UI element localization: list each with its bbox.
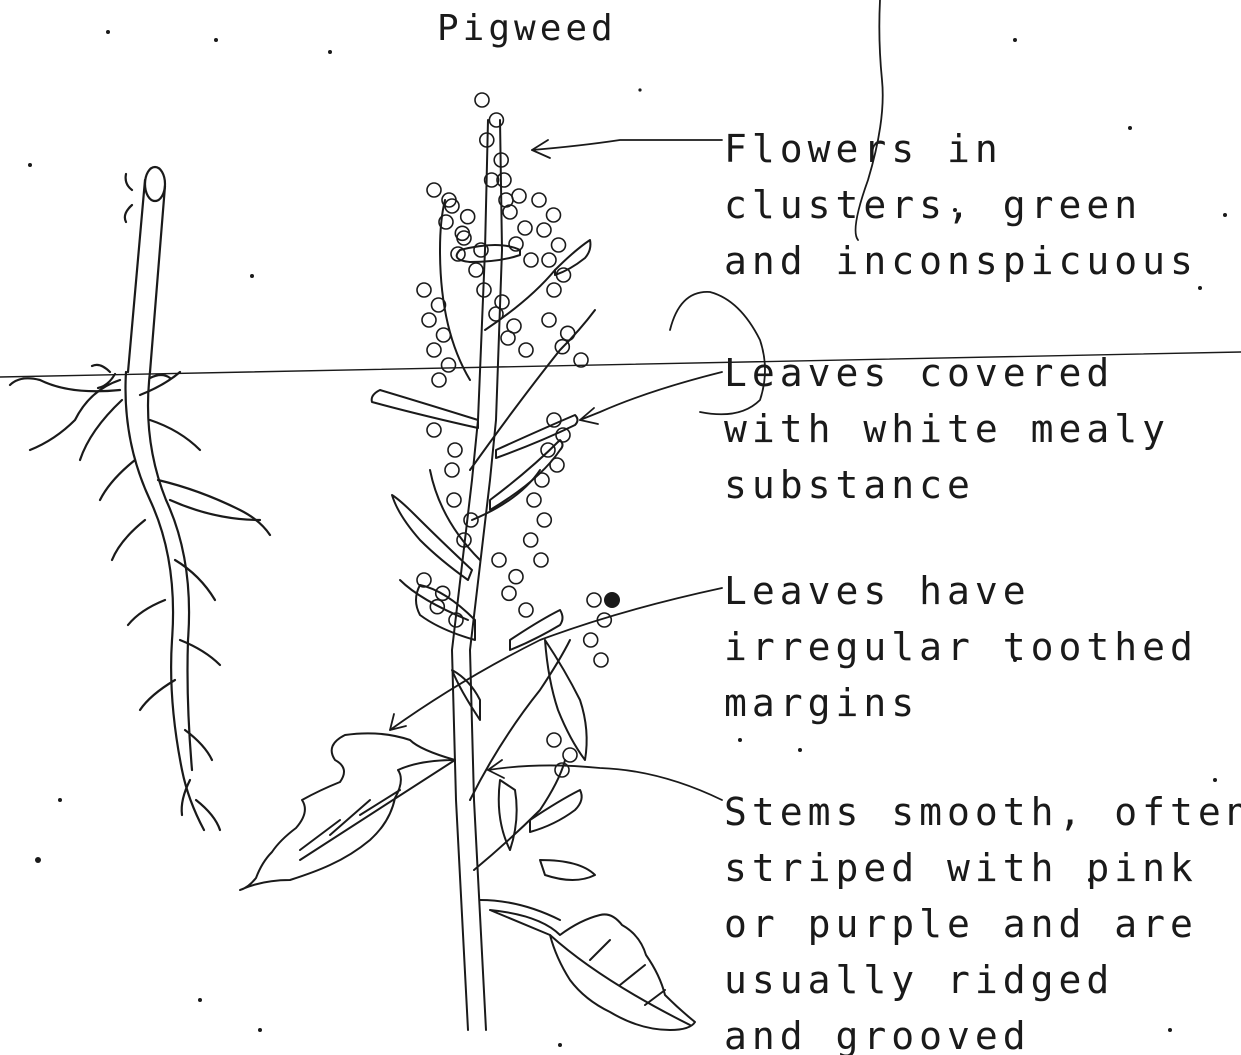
callout-line: Leaves have <box>724 563 1198 619</box>
flower-bud <box>432 373 446 387</box>
lower-left-leaf <box>240 733 455 890</box>
callout-line: and grooved <box>724 1008 1241 1055</box>
flower-bud <box>563 748 577 762</box>
callout-line: substance <box>724 457 1170 513</box>
flower-bud <box>509 570 523 584</box>
callout-stems: Stems smooth, often striped with pink or… <box>724 784 1241 1055</box>
flower-bud <box>524 253 538 267</box>
flower-bud <box>455 226 469 240</box>
flower-bud <box>512 189 526 203</box>
flower-bud <box>422 313 436 327</box>
flower-bud <box>535 473 549 487</box>
flower-bud <box>518 221 532 235</box>
flower-bud <box>547 733 561 747</box>
flower-bud <box>527 493 541 507</box>
flower-bud <box>489 113 503 127</box>
callout-line: usually ridged <box>724 952 1241 1008</box>
flower-bud <box>417 283 431 297</box>
flower-bud <box>475 93 489 107</box>
flower-bud <box>561 326 575 340</box>
flower-bud <box>445 463 459 477</box>
plant-drawing <box>240 120 695 1030</box>
flower-bud <box>552 238 566 252</box>
flower-bud <box>427 343 441 357</box>
callout-flowers: Flowers in clusters, green and inconspic… <box>724 121 1198 289</box>
flower-bud <box>537 513 551 527</box>
callout-line: and inconspicuous <box>724 233 1198 289</box>
flower-bud <box>584 633 598 647</box>
flower-bud <box>437 328 451 342</box>
flower-bud <box>489 307 503 321</box>
root-drawing <box>10 167 270 830</box>
flower-bud <box>519 603 533 617</box>
flower-clusters <box>417 93 611 777</box>
flower-bud <box>503 205 517 219</box>
flower-bud <box>417 573 431 587</box>
flower-bud <box>557 268 571 282</box>
flower-bud <box>541 443 555 457</box>
callout-mealy-leaves: Leaves covered with white mealy substanc… <box>724 345 1170 513</box>
flower-bud <box>427 183 441 197</box>
flower-bud <box>542 313 556 327</box>
callout-line: Stems smooth, often <box>724 784 1241 840</box>
callout-line: margins <box>724 675 1198 731</box>
callout-line: clusters, green <box>724 177 1198 233</box>
callout-line: Leaves covered <box>724 345 1170 401</box>
callout-line: striped with pink <box>724 840 1241 896</box>
flower-bud <box>447 493 461 507</box>
callout-line: irregular toothed <box>724 619 1198 675</box>
flower-bud <box>502 586 516 600</box>
flower-bud <box>532 193 546 207</box>
flower-bud <box>547 283 561 297</box>
flower-bud <box>501 331 515 345</box>
leader-stems <box>488 765 722 800</box>
flower-bud <box>542 253 556 267</box>
flower-bud <box>534 553 548 567</box>
flower-bud <box>547 208 561 222</box>
callout-line: or purple and are <box>724 896 1241 952</box>
flower-bud <box>448 443 462 457</box>
flower-bud <box>442 358 456 372</box>
callout-toothed-margins: Leaves have irregular toothed margins <box>724 563 1198 731</box>
flower-bud <box>537 223 551 237</box>
leader-flowers <box>532 140 722 150</box>
flower-bud <box>469 263 483 277</box>
flower-bud <box>550 458 564 472</box>
callout-line: Flowers in <box>724 121 1198 177</box>
flower-bud <box>427 423 441 437</box>
flower-bud <box>524 533 538 547</box>
flower-bud <box>519 343 533 357</box>
flower-bud <box>461 210 475 224</box>
flower-bud <box>594 653 608 667</box>
callout-line: with white mealy <box>724 401 1170 457</box>
page-title: Pigweed <box>437 8 617 49</box>
flower-bud <box>492 553 506 567</box>
flower-bud <box>587 593 601 607</box>
